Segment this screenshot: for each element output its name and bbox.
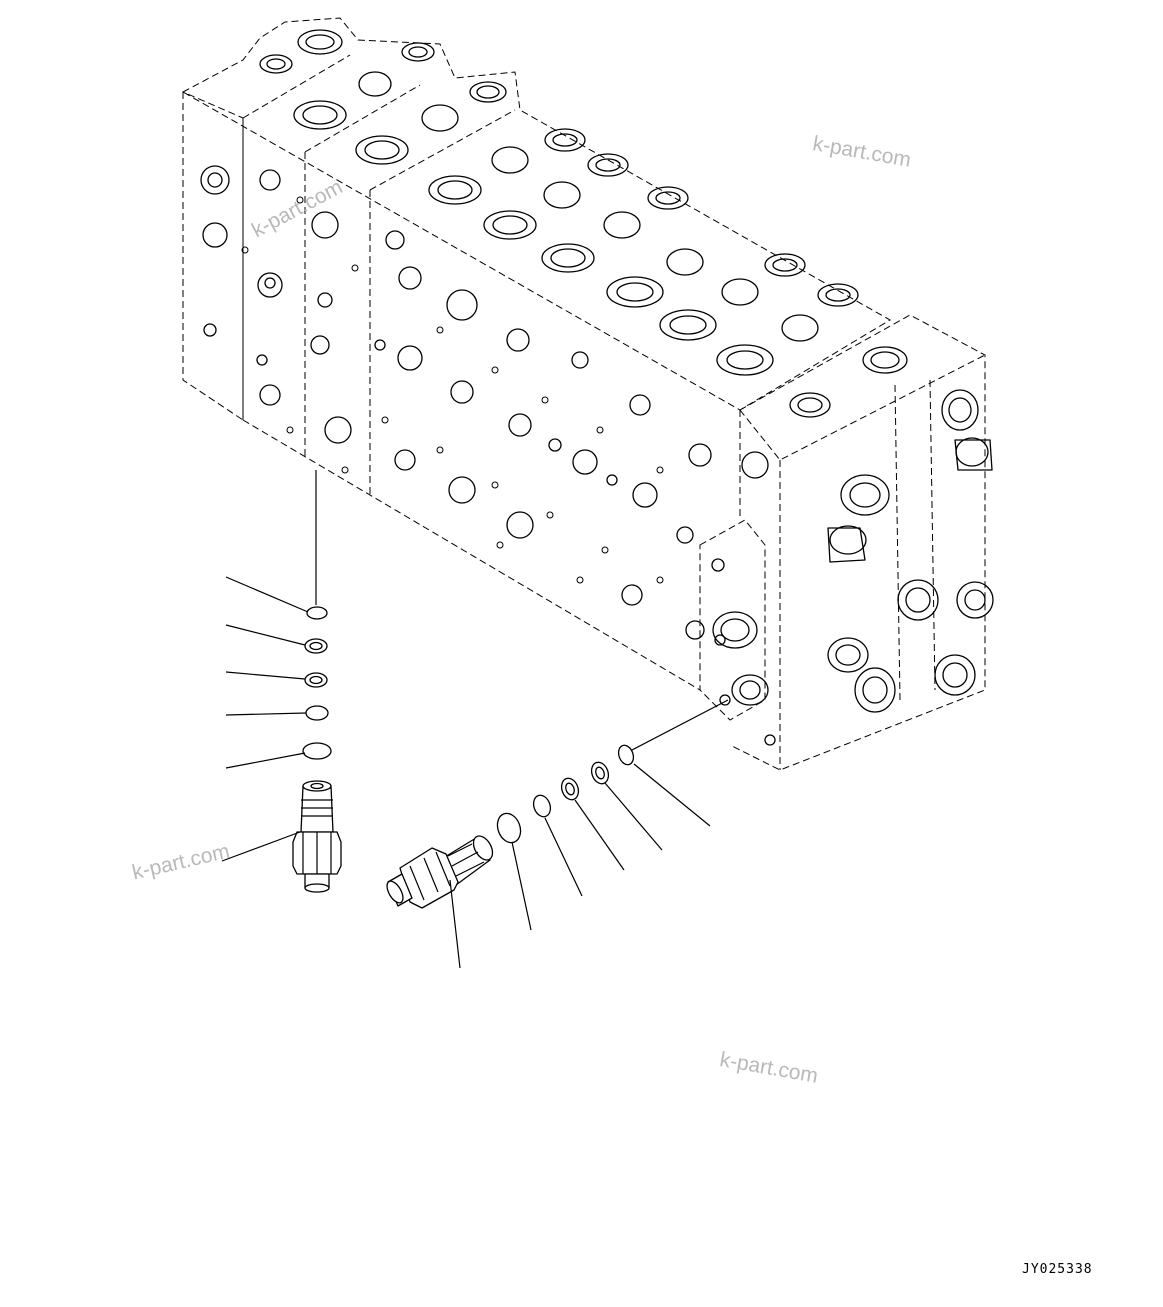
right-valve-cartridge (386, 835, 494, 909)
valve-front-holes (200, 165, 712, 640)
document-code: JY025338 (1022, 1262, 1093, 1277)
leader-lines (221, 576, 711, 969)
left-seal-stack (302, 470, 332, 760)
control-valve-body (181, 17, 986, 771)
right-seal-stack (496, 699, 729, 844)
valve-top-ports (259, 29, 908, 418)
left-valve-cartridge (292, 780, 342, 893)
valve-end-plugs (711, 389, 994, 746)
